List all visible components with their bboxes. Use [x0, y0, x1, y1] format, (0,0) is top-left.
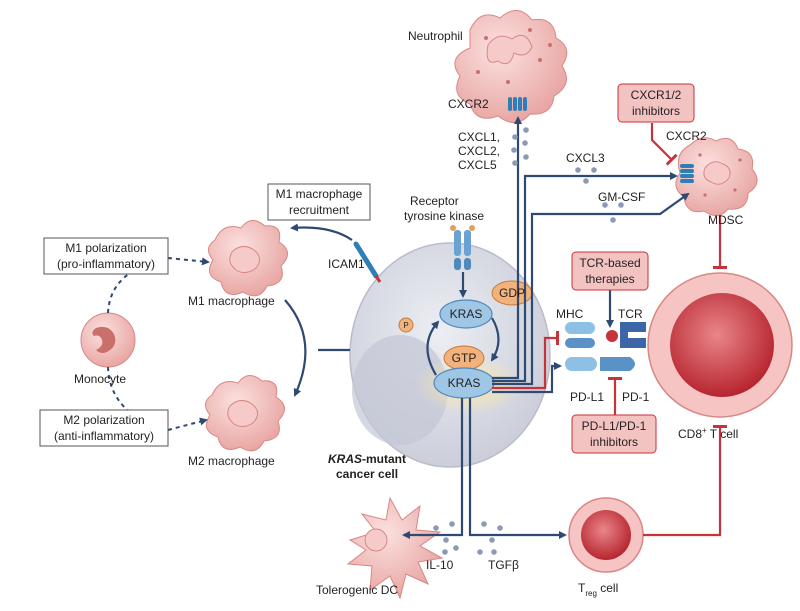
receptor-tyrosine-kinase [450, 225, 475, 270]
mdsc-cell [675, 137, 758, 216]
rtk-label-line1: Receptor [410, 194, 459, 208]
cxcr2-mdsc-label: CXCR2 [666, 129, 707, 143]
pd-inhibitors-box: PD-L1/PD-1 inhibitors [571, 414, 657, 454]
cd8-suffix: T cell [707, 427, 739, 441]
cytokine-dots [433, 127, 624, 555]
kras-to-pdl1-arrow [492, 362, 562, 394]
kras-inhibits-mhc [492, 331, 559, 390]
tolerogenic-dc-cell [346, 496, 444, 600]
pd-1-label: PD-1 [622, 390, 650, 404]
m2-polar-arrow [167, 417, 208, 431]
m1-to-m2-curve [284, 299, 307, 397]
tcr-therapies-box: TCR-based therapies [571, 251, 649, 291]
m1-recruitment-box: M1 macrophage recruitment [267, 183, 371, 221]
cxcr2-neutrophil-label: CXCR2 [448, 97, 489, 111]
mdsc-label: MDSC [708, 213, 744, 227]
m2-polar-line1: M2 polarization [63, 413, 144, 427]
m1-recruit-arrow [290, 223, 353, 241]
kras-to-dc-arrow [402, 398, 464, 539]
neutrophil-cell [454, 10, 568, 123]
m2-polar-line2: (anti-inflammatory) [54, 429, 154, 443]
kras-inactive-badge [439, 299, 493, 329]
monocyte-cell [80, 312, 136, 368]
treg-main: T [578, 581, 586, 595]
mhc-tcr-complex [565, 322, 646, 348]
pdl1-pd1-complex [565, 357, 635, 371]
il10-label: IL-10 [426, 558, 454, 572]
cd8-t-cell [647, 272, 793, 418]
cxcl1-label: CXCL1, [458, 130, 500, 144]
cxcr-inhibitors-box: CXCR1/2 inhibitors [617, 83, 695, 123]
tgfb-label: TGFβ [488, 558, 519, 572]
neutrophil-label: Neutrophil [408, 29, 463, 43]
pd-l1-label: PD-L1 [570, 390, 604, 404]
cxcr-inhib-line2: inhibitors [632, 104, 680, 118]
gtp-label: GTP [452, 351, 477, 365]
kras-to-mdsc-cxcl3-arrow [492, 172, 678, 383]
rtk-label-line2: tyrosine kinase [404, 209, 484, 223]
mhc-label: MHC [556, 307, 584, 321]
m2-polarization-box: M2 polarization (anti-inflammatory) [39, 409, 169, 447]
phosphate-label: P [403, 321, 408, 330]
cancer-cell-label-line2: cancer cell [336, 467, 398, 481]
m1-polar-arrow [167, 257, 210, 266]
monocyte-label: Monocyte [74, 372, 126, 386]
kras-to-treg-arrow [468, 398, 567, 539]
kras-inactivation-arrow [426, 320, 440, 376]
tcr-ther-line2: therapies [585, 272, 634, 286]
m1-macrophage-cell [208, 220, 288, 297]
cxcr2-receptor-mdsc [680, 164, 694, 183]
treg-sub: reg [585, 589, 597, 598]
m1-recruit-line1: M1 macrophage [276, 187, 363, 201]
kras-bottom-label: KRAS [448, 376, 481, 390]
treg-suffix: cell [597, 581, 618, 595]
cxcr-inhibitor-bar [650, 123, 678, 166]
kras-to-neutrophil-arrow [492, 116, 522, 380]
tcr-label: TCR [618, 307, 643, 321]
cxcl2-label: CXCL2, [458, 144, 500, 158]
treg-cell [568, 497, 644, 573]
cd8-sup: + [702, 426, 707, 435]
phosphate-badge [398, 317, 414, 333]
cxcl3-label: CXCL3 [566, 151, 605, 165]
m1-polar-line2: (pro-inflammatory) [57, 257, 155, 271]
cxcl5-label: CXCL5 [458, 158, 497, 172]
m2-macrophage-label: M2 macrophage [188, 454, 275, 468]
cxcr-inhib-line1: CXCR1/2 [631, 88, 682, 102]
cancer-cell-line1-suffix: -mutant [362, 452, 406, 466]
cd8-label: CD8+ T cell [678, 426, 738, 441]
m1-macrophage-label: M1 macrophage [188, 294, 275, 308]
cancer-cell-label-line1: KRAS-mutant [328, 452, 406, 466]
monocyte-to-m1-dashed [107, 257, 169, 314]
icam1-molecule [353, 241, 382, 283]
cxcr2-receptor-neutrophil [508, 97, 527, 111]
kras-top-label: KRAS [450, 307, 483, 321]
m2-macrophage-cell [205, 375, 285, 452]
m1-polarization-box: M1 polarization (pro-inflammatory) [43, 237, 169, 275]
treg-label: Treg cell [578, 581, 618, 598]
treg-inhibits-cd8 [643, 425, 727, 537]
cancer-cell-gene: KRAS [328, 452, 362, 466]
icam1-label: ICAM1 [328, 257, 365, 271]
pd-inhib-line1: PD-L1/PD-1 [582, 419, 647, 433]
tcr-ther-line1: TCR-based [579, 256, 640, 270]
gm-csf-label: GM-CSF [598, 190, 645, 204]
cd8-main: CD8 [678, 427, 702, 441]
pd-inhib-line2: inhibitors [590, 435, 638, 449]
kras-to-mdsc-gmcsf-arrow [492, 192, 690, 386]
m1-recruit-line2: recruitment [289, 203, 350, 217]
kras-activation-arrow [490, 317, 500, 362]
gdp-label: GDP [499, 286, 525, 300]
m1-polar-line1: M1 polarization [65, 241, 146, 255]
tolerogenic-dc-label: Tolerogenic DC [316, 583, 398, 597]
